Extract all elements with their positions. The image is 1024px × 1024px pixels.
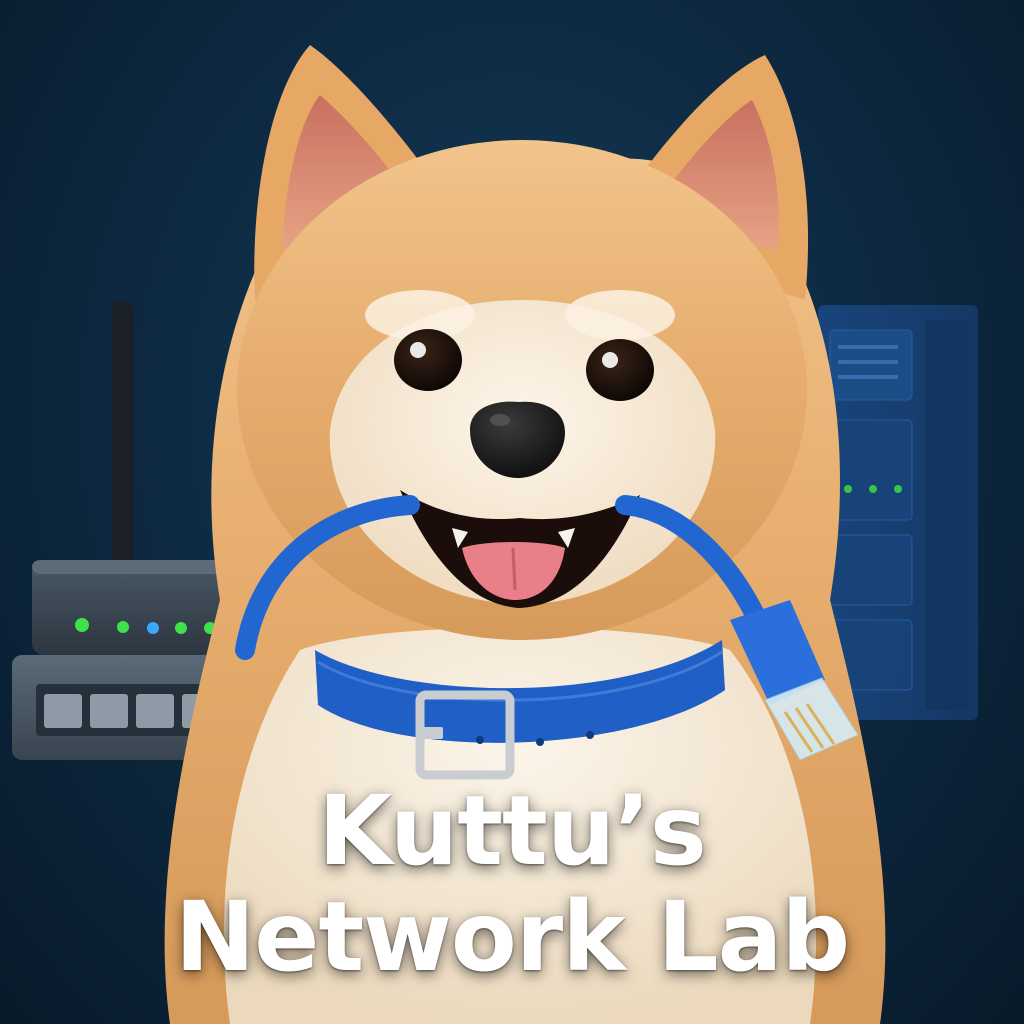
router-icon <box>32 300 262 655</box>
buckle-icon <box>415 690 515 780</box>
title-line-2: Network Lab <box>174 881 850 993</box>
ethernet-cable-icon <box>235 495 859 761</box>
right-eye <box>586 339 654 401</box>
left-eye <box>394 329 462 391</box>
page-title: Kuttu’s Network Lab <box>0 778 1024 990</box>
collar <box>315 640 725 780</box>
title-line-1: Kuttu’s <box>318 775 707 887</box>
server-rack-icon <box>818 305 978 720</box>
